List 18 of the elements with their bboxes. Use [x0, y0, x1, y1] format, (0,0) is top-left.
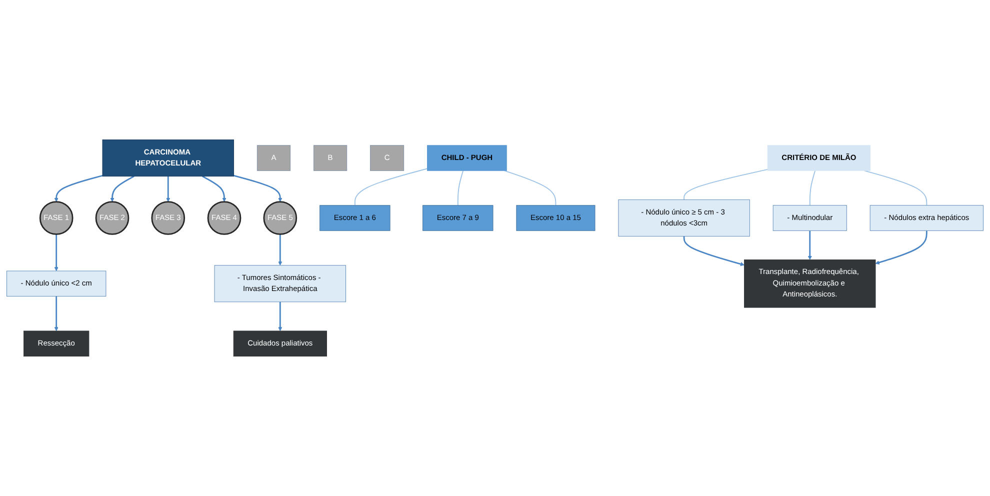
arrow — [54, 296, 58, 332]
arrow — [278, 234, 282, 266]
connector — [864, 170, 928, 206]
connector — [354, 168, 428, 206]
arrow — [166, 176, 170, 202]
arrow — [278, 302, 282, 332]
connector — [457, 170, 464, 206]
connector — [684, 168, 768, 200]
arrow — [110, 176, 134, 202]
arrow — [202, 176, 226, 202]
connector — [504, 170, 556, 206]
arrow — [683, 236, 744, 266]
connector — [809, 170, 816, 206]
arrow — [875, 230, 928, 264]
arrow — [234, 174, 282, 202]
arrow — [808, 230, 812, 260]
arrow — [54, 234, 58, 272]
arrow — [54, 174, 103, 202]
